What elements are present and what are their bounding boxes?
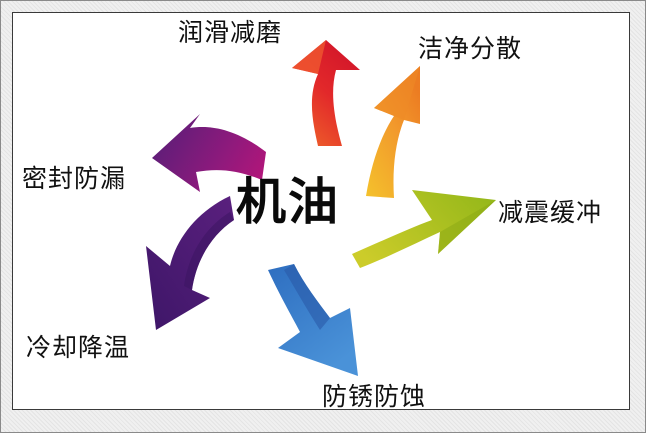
arrow-cooling (146, 196, 234, 330)
label-anticorrosion: 防锈防蚀 (322, 382, 427, 411)
label-cleaning: 洁净分散 (418, 34, 523, 63)
arrow-sealing (152, 114, 266, 192)
label-damping: 减震缓冲 (498, 198, 603, 227)
label-lubrication: 润滑减磨 (178, 18, 283, 47)
arrow-cleaning (366, 66, 420, 198)
label-sealing: 密封防漏 (22, 164, 127, 193)
arrow-lubrication (292, 40, 360, 146)
arrow-anticorrosion (268, 264, 358, 376)
center-label: 机油 (236, 173, 340, 231)
label-cooling: 冷却降温 (26, 333, 131, 362)
arrow-damping (352, 190, 496, 268)
